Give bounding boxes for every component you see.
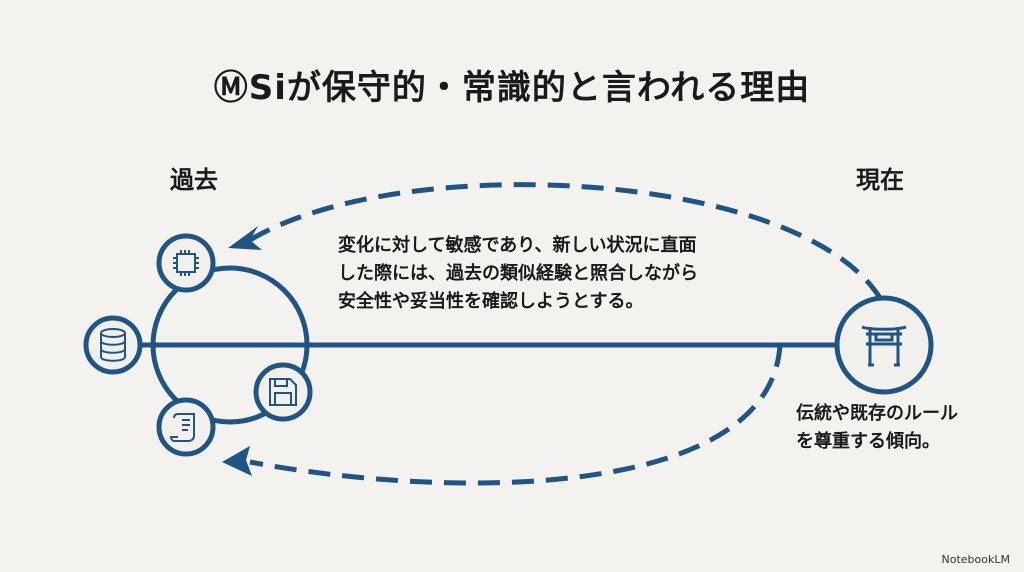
torii-icon: [861, 325, 907, 367]
floppy-icon: [269, 378, 297, 406]
database-icon: [100, 328, 126, 362]
present-label: 現在: [856, 166, 904, 194]
description-line: 安全性や妥当性を確認しようとする。: [338, 291, 644, 312]
tradition-line: 伝統や既存のルール: [796, 403, 958, 424]
description-line: した際には、過去の類似経験と照合しながら: [338, 263, 698, 284]
brand-watermark: NotebookLM: [941, 553, 1010, 566]
description-line: 変化に対して敏感であり、新しい状況に直面: [338, 235, 697, 256]
top-dashed-arrow: [248, 182, 883, 300]
page-title: ⓂSiが保守的・常識的と言われる理由: [213, 68, 811, 108]
tradition-line: を尊重する傾向。: [796, 431, 940, 452]
chip-icon: [173, 250, 199, 276]
description: 変化に対して敏感であり、新しい状況に直面 した際には、過去の類似経験と照合しなが…: [338, 232, 698, 316]
past-label: 過去: [170, 166, 218, 194]
scroll-icon: [169, 413, 195, 442]
tradition-text: 伝統や既存のルール を尊重する傾向。: [796, 400, 958, 456]
bottom-dashed-arrow: [249, 344, 783, 486]
